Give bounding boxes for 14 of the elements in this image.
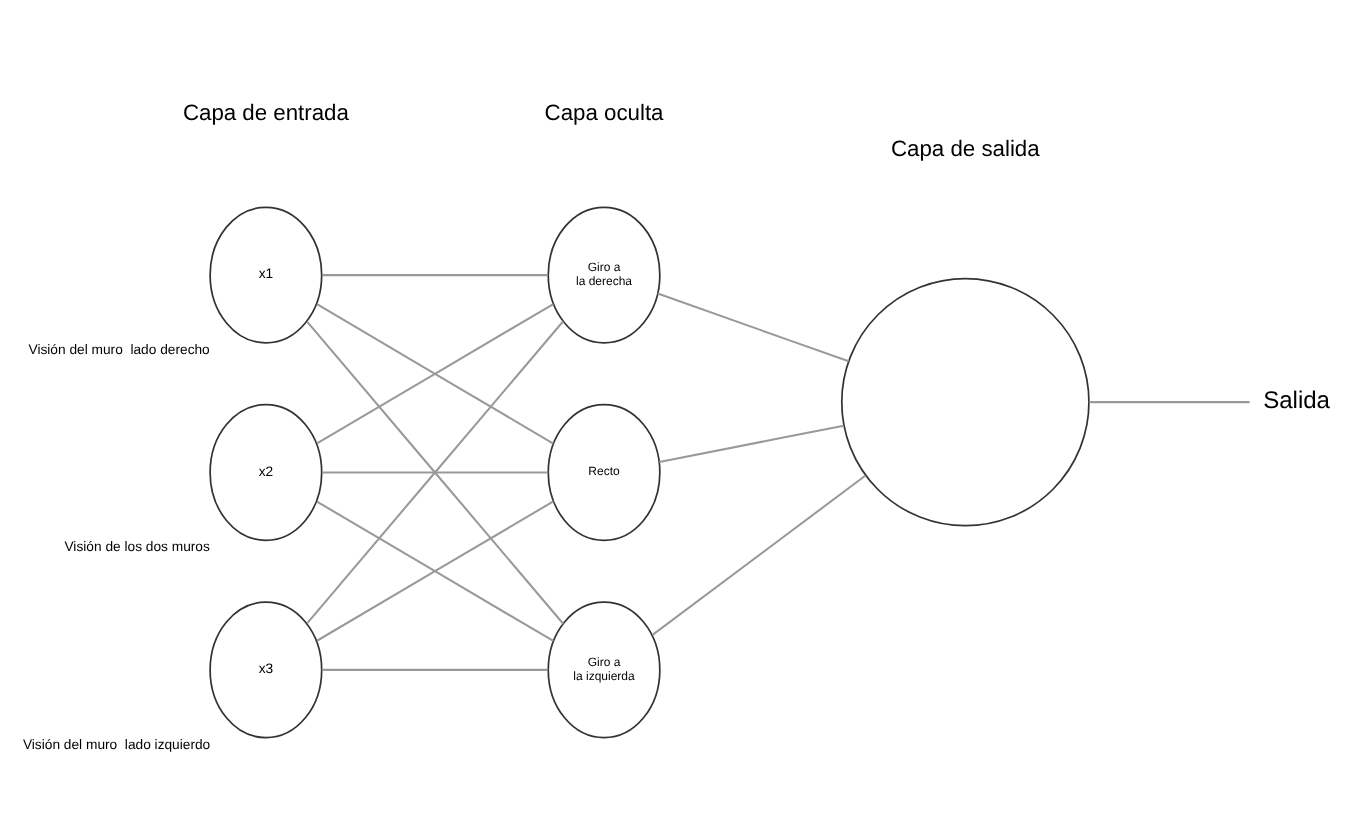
connector (657, 291, 850, 362)
connector (651, 473, 867, 635)
connector (322, 470, 548, 473)
node-circle (840, 276, 1090, 526)
connector (316, 499, 554, 641)
connector (322, 667, 548, 670)
connector (322, 273, 548, 276)
connector (316, 302, 554, 444)
label: Capa oculta (544, 100, 664, 125)
node-text: Salida (1263, 385, 1330, 414)
label: Capa de entrada (182, 100, 349, 125)
label: Capa de salida (891, 136, 1040, 161)
connector (1089, 400, 1250, 403)
connector (659, 423, 844, 462)
